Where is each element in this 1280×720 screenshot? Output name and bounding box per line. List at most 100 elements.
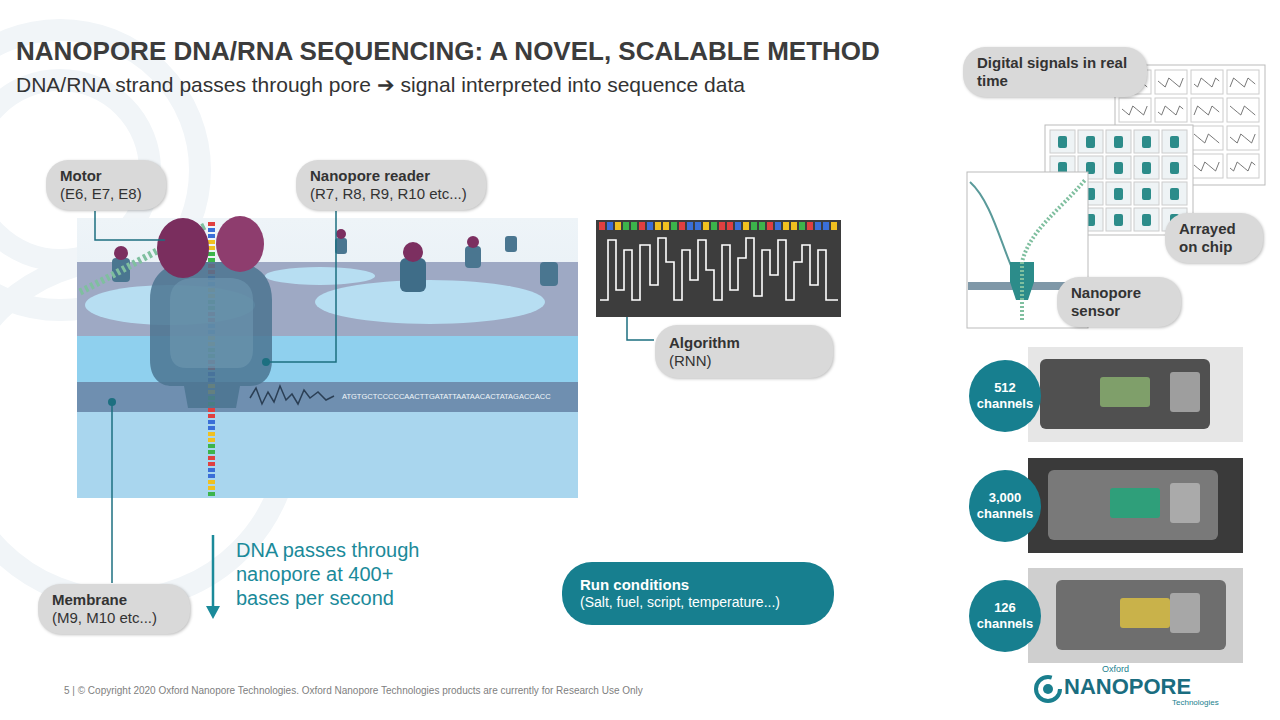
base-call-strip-part: [799, 222, 805, 230]
device-images-part: [1170, 136, 1179, 148]
callout-heading: Algorithm: [669, 334, 740, 352]
dna-strand-part: [208, 222, 215, 226]
device-images-part: [1142, 214, 1151, 226]
callout-heading: Nanopore reader: [310, 167, 430, 185]
callout-heading: Membrane: [52, 591, 127, 609]
device-images-part: [1078, 130, 1103, 153]
background-swirl: [0, 30, 290, 600]
logo-text: Oxford: [1102, 664, 1129, 675]
base-call-strip-part: [815, 222, 821, 230]
callout-heading: Arrayed on chip: [1179, 220, 1249, 256]
pore-scene-part: [77, 412, 578, 498]
logo-mark: [1036, 677, 1060, 701]
background-pores-part: [336, 229, 346, 239]
background-pores-part: [114, 246, 128, 260]
device-images-part: [1048, 470, 1218, 540]
dna-strand-part: [208, 420, 215, 424]
base-call-strip-part: [599, 222, 605, 230]
base-call-strip-part: [663, 222, 669, 230]
main-pore-part: [150, 262, 272, 408]
device-images-part: [1230, 134, 1255, 143]
dna-strand-part: [208, 492, 215, 496]
device-images-part: [1162, 130, 1187, 153]
base-call-strip-part: [775, 222, 781, 230]
conditions-box: Run conditions(Salt, fuel, script, tempe…: [562, 562, 834, 625]
logo-mark-part: [1043, 684, 1053, 694]
dna-strand-part: [208, 486, 215, 490]
dna-strand-part: [208, 414, 215, 418]
pore-scene-part: [77, 382, 578, 412]
device-images-part: [1134, 182, 1159, 205]
device-images-part: [1227, 70, 1259, 94]
device-images-part: [1134, 156, 1159, 179]
device-images-part: [1028, 347, 1243, 442]
background-pores-part: [112, 258, 130, 282]
footer-copyright: 5 | © Copyright 2020 Oxford Nanopore Tec…: [64, 685, 643, 697]
leader-lines-part: [627, 313, 654, 340]
dna-strand-part: [208, 474, 215, 478]
slide-title: NANOPORE DNA/RNA SEQUENCING: A NOVEL, SC…: [16, 36, 880, 67]
base-call-strip-part: [767, 222, 773, 230]
leader-lines-part: [266, 211, 336, 362]
device-images-part: [1227, 98, 1259, 122]
base-call-strip-part: [671, 222, 677, 230]
leader-dots-part: [108, 398, 116, 406]
base-call-strip: [599, 222, 837, 230]
dna-strand-part: [208, 450, 215, 454]
device-images-part: [1028, 568, 1243, 663]
logo-text: Technologies: [1172, 698, 1219, 708]
device-images-part: [1120, 598, 1170, 628]
pore-scene-part: [77, 218, 578, 498]
device-images-part: [1191, 98, 1223, 122]
logo-mark-part: [1036, 677, 1060, 701]
device-images-part: [1142, 188, 1151, 200]
base-call-strip-part: [647, 222, 653, 230]
dna-strand-part: [208, 444, 215, 448]
main-pore-part: [157, 218, 209, 278]
flow-arrow-part: [206, 606, 220, 619]
device-images-part: [1162, 156, 1187, 179]
base-call-strip-part: [607, 222, 613, 230]
base-call-strip-part: [791, 222, 797, 230]
device-images-part: [1114, 188, 1123, 200]
callout-heading: Run conditions: [580, 576, 689, 594]
signal-plot-part: [596, 220, 841, 317]
leader-dots: [108, 308, 631, 406]
base-call-strip-part: [719, 222, 725, 230]
callout-box: Membrane(M9, M10 etc...): [38, 584, 190, 634]
device-images-part: [1106, 208, 1131, 231]
base-call-strip-part: [783, 222, 789, 230]
device-images-part: [1110, 488, 1160, 518]
main-pore-part: [216, 216, 264, 272]
device-images-part: [1114, 162, 1123, 174]
device-images-part: [1194, 106, 1219, 115]
background-pores-part: [540, 262, 558, 286]
base-call-strip-part: [687, 222, 693, 230]
callout-detail: (R7, R8, R9, R10 etc...): [310, 185, 467, 203]
device-images-part: [1040, 359, 1210, 429]
callout-detail: (M9, M10 etc...): [52, 609, 157, 627]
pore-scene-part: [265, 267, 375, 285]
device-images-part: [1050, 130, 1075, 153]
dna-strand-part: [208, 258, 215, 262]
pore-scene-part: [315, 280, 545, 324]
dna-strand-part: [208, 438, 215, 442]
dna-strand-part: [208, 468, 215, 472]
callout-box: Nanopore sensor: [1057, 277, 1181, 327]
callout-heading: Digital signals in real time: [977, 54, 1133, 90]
leader-lines: [95, 211, 654, 583]
device-images-part: [1028, 458, 1243, 553]
device-images-part: [1119, 98, 1151, 122]
dna-strand-part: [208, 462, 215, 466]
base-call-strip-part: [615, 222, 621, 230]
dna-strand-part: [208, 228, 215, 232]
dna-strand-part: [208, 426, 215, 430]
device-images-part: [1230, 106, 1255, 115]
leader-dots-part: [262, 358, 270, 366]
device-images-part: [1158, 106, 1183, 115]
base-call-strip-part: [639, 222, 645, 230]
device-images-part: [1191, 154, 1223, 178]
background-pores-part: [403, 242, 423, 262]
device-images-part: [1114, 136, 1123, 148]
